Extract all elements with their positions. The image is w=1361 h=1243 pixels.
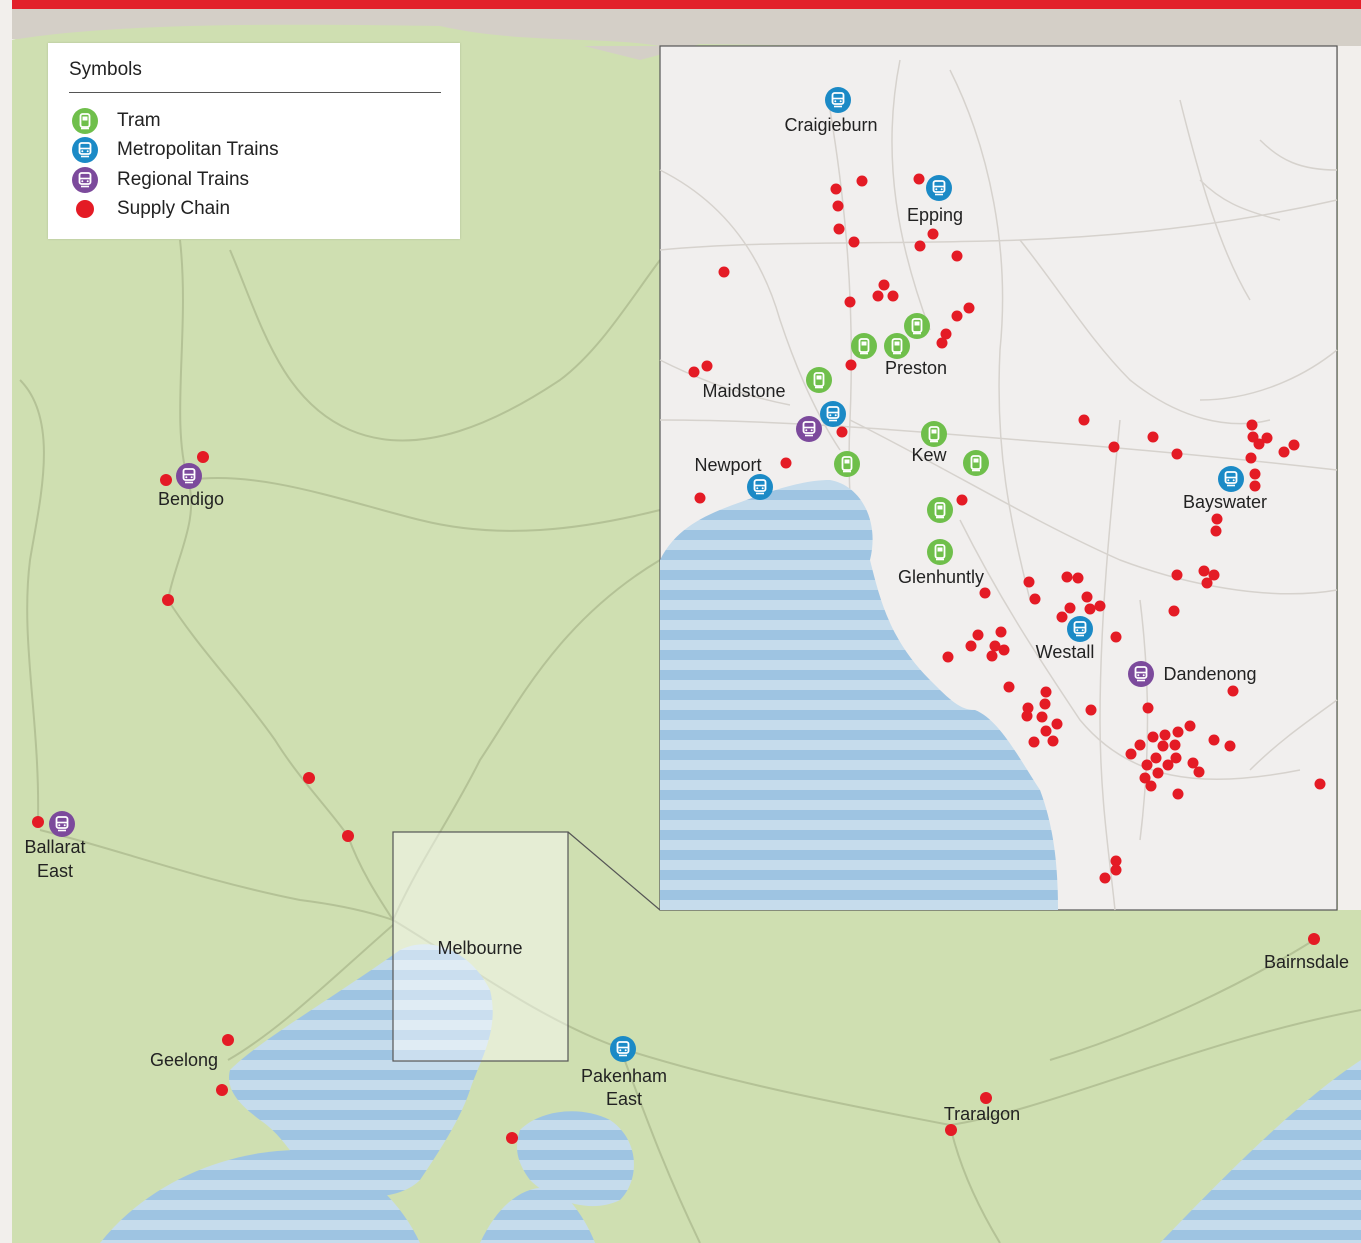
inset-map [659, 45, 1361, 911]
legend-divider [69, 92, 441, 93]
western-port [517, 1111, 634, 1207]
tram-icon [806, 367, 832, 393]
supply-chain-dot-icon [72, 196, 98, 222]
label-pakenham-east-line2: East [606, 1089, 642, 1109]
label-pakenham-east-line1: Pakenham [581, 1066, 667, 1086]
tram-icon [834, 451, 860, 477]
legend-label-tram: Tram [117, 110, 161, 131]
legend-item-regional: Regional Trains [72, 167, 249, 193]
legend-item-supply: Supply Chain [72, 196, 230, 222]
label-kew: Kew [911, 445, 947, 465]
legend-label-metro: Metropolitan Trains [117, 139, 279, 160]
label-westall: Westall [1036, 642, 1095, 662]
label-bendigo: Bendigo [158, 489, 224, 509]
legend-title: Symbols [69, 59, 142, 80]
label-bayswater: Bayswater [1183, 492, 1267, 512]
inset-bay [660, 480, 1058, 910]
label-maidstone: Maidstone [702, 381, 785, 401]
terrain-north [170, 9, 1361, 130]
tram-icon [72, 108, 98, 134]
melbourne-region-box [392, 831, 569, 1062]
metro-train-icon [820, 401, 846, 427]
tram-icon [927, 497, 953, 523]
label-glenhuntly: Glenhuntly [898, 567, 984, 587]
metro-train-icon [1218, 466, 1244, 492]
legend-item-tram: Tram [72, 108, 161, 134]
place-labels: Craigieburn Epping Preston Maidstone New… [24, 115, 1349, 1124]
regional-stations [49, 416, 1154, 837]
tram-icon [927, 539, 953, 565]
tram-icon [963, 450, 989, 476]
regional-train-icon [176, 463, 202, 489]
top-bar [12, 0, 1361, 9]
metro-train-icon [610, 1036, 636, 1062]
legend-label-supply: Supply Chain [117, 198, 231, 219]
metro-train-icon [825, 87, 851, 113]
label-traralgon: Traralgon [944, 1104, 1020, 1124]
legend: Symbols Tram Metropolitan Trains [48, 43, 460, 239]
label-newport: Newport [694, 455, 761, 475]
metro-stations [610, 87, 1244, 1062]
regional-train-icon [49, 811, 75, 837]
label-geelong: Geelong [150, 1050, 218, 1070]
label-craigieburn: Craigieburn [784, 115, 877, 135]
regional-train-icon [72, 167, 98, 193]
label-dandenong: Dandenong [1163, 664, 1256, 684]
metro-train-icon [926, 175, 952, 201]
regional-train-icon [796, 416, 822, 442]
label-bairnsdale: Bairnsdale [1264, 952, 1349, 972]
metro-train-icon [747, 474, 773, 500]
metro-train-icon [1067, 616, 1093, 642]
label-melbourne: Melbourne [437, 938, 522, 958]
legend-item-metro: Metropolitan Trains [72, 137, 279, 163]
regional-train-icon [1128, 661, 1154, 687]
port-phillip-bay [229, 944, 493, 1197]
tram-icon [851, 333, 877, 359]
supply-chain-points [32, 173, 1326, 1144]
label-ballarat-east-line2: East [37, 861, 73, 881]
tram-stations [806, 313, 989, 565]
label-preston: Preston [885, 358, 947, 378]
legend-label-regional: Regional Trains [117, 169, 250, 190]
label-epping: Epping [907, 205, 963, 225]
tram-icon [884, 333, 910, 359]
metro-train-icon [72, 137, 98, 163]
tram-icon [904, 313, 930, 339]
label-ballarat-east-line1: Ballarat [24, 837, 85, 857]
tram-icon [921, 421, 947, 447]
